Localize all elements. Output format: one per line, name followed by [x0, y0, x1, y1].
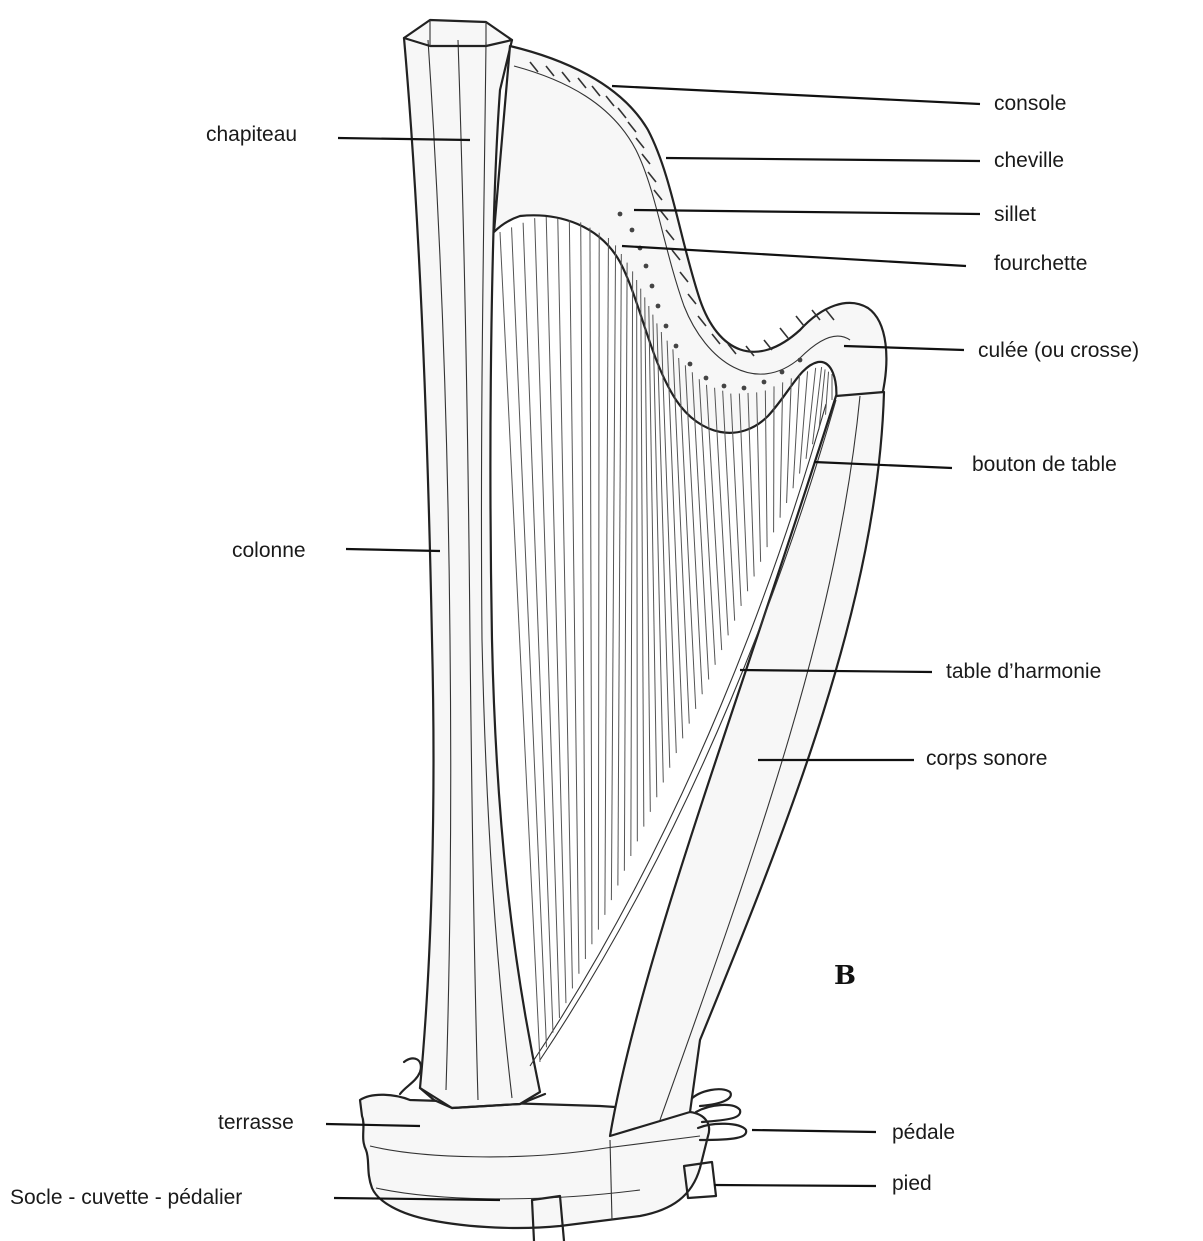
label-pedale: pédale: [892, 1121, 955, 1144]
label-console: console: [994, 92, 1066, 115]
label-table-harmonie: table d’harmonie: [946, 660, 1101, 683]
label-colonne: colonne: [232, 539, 306, 562]
signature-monogram: B: [834, 961, 856, 991]
label-sillet: sillet: [994, 203, 1036, 226]
label-culee: culée (ou crosse): [978, 339, 1139, 362]
label-cheville: cheville: [994, 149, 1064, 172]
label-pied: pied: [892, 1172, 932, 1195]
label-bouton-de-table: bouton de table: [972, 453, 1117, 476]
label-socle-cuvette-pedalier: Socle - cuvette - pédalier: [10, 1186, 242, 1209]
label-chapiteau: chapiteau: [206, 123, 297, 146]
label-corps-sonore: corps sonore: [926, 747, 1047, 770]
label-fourchette: fourchette: [994, 252, 1087, 275]
label-terrasse: terrasse: [218, 1111, 294, 1134]
